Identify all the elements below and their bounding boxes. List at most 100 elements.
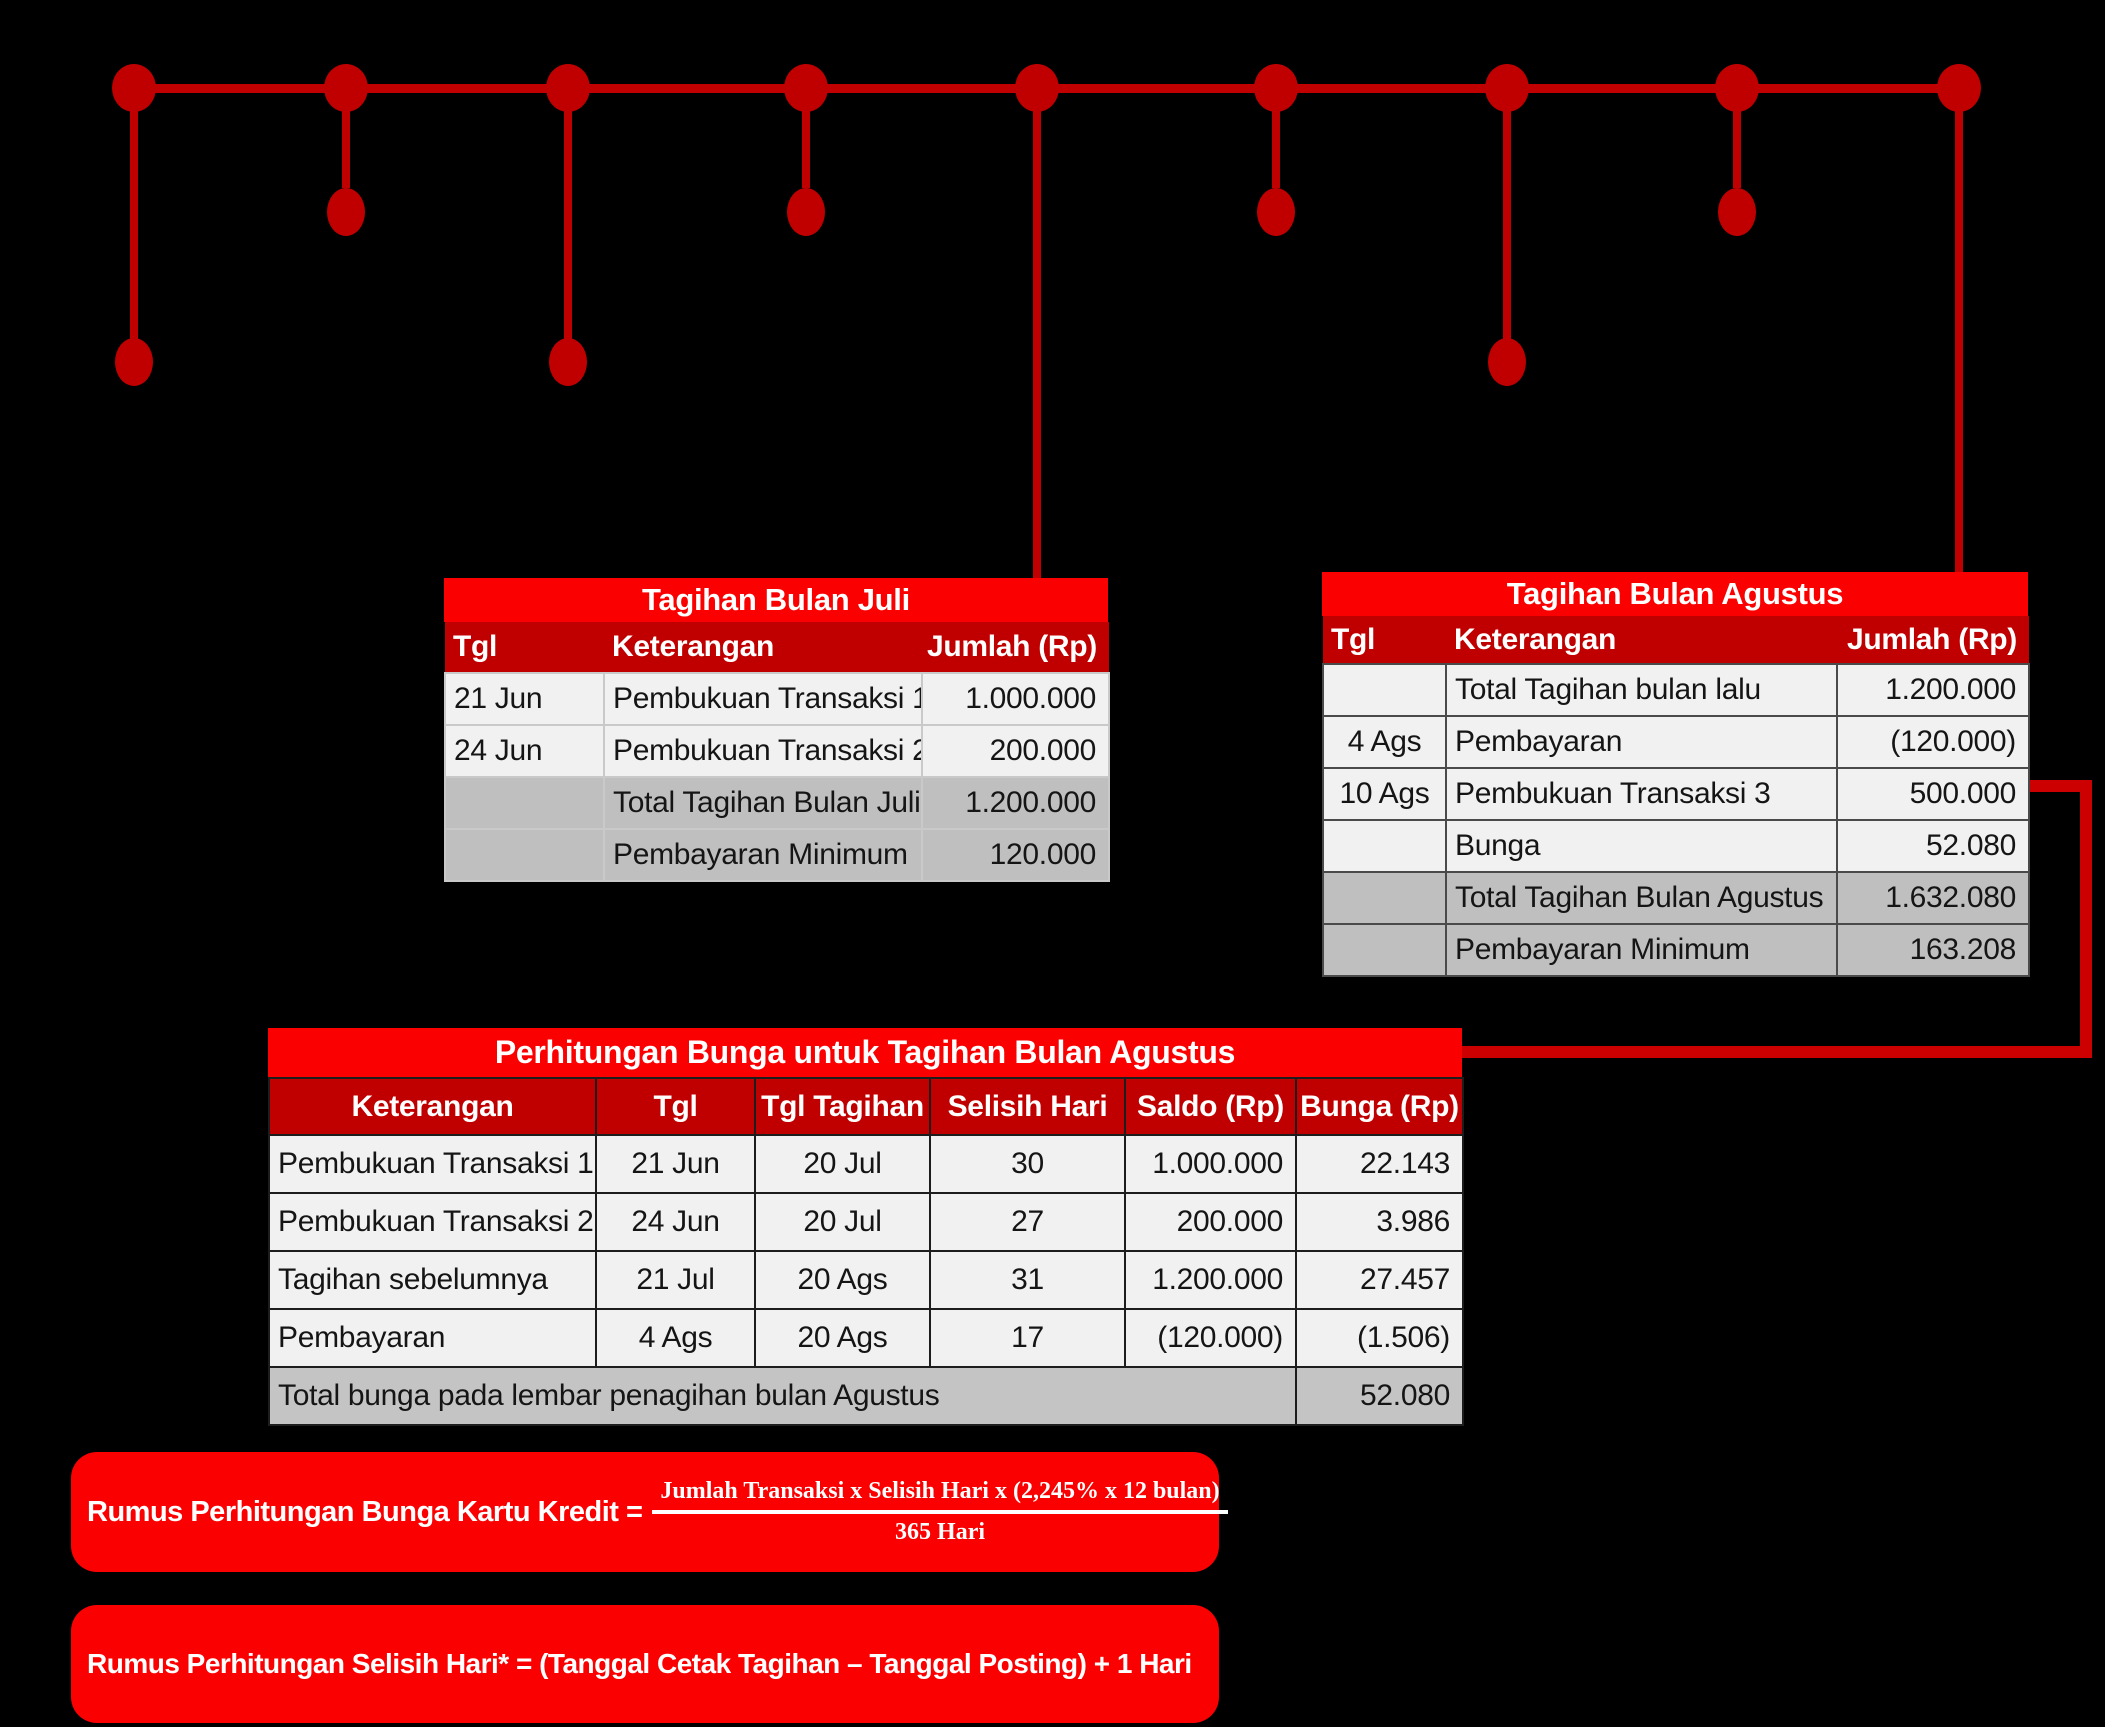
table-title: Tagihan Bulan Agustus (1322, 572, 2028, 616)
timeline-stem (1503, 88, 1511, 340)
timeline-end-dot (549, 338, 587, 386)
connector-agustus-to-bunga-vertical (2080, 780, 2092, 1058)
header-row: Tgl Keterangan Jumlah (Rp) (445, 622, 1109, 673)
cell-tgl (1322, 923, 1447, 977)
table-total-row: Total Tagihan Bulan Agustus 1.632.080 (1322, 871, 2030, 925)
formula-box-bunga: Rumus Perhitungan Bunga Kartu Kredit = J… (71, 1452, 1228, 1572)
cell-jumlah: 200.000 (921, 724, 1110, 778)
cell-jumlah: 500.000 (1836, 767, 2030, 821)
timeline-stem (1272, 88, 1280, 188)
cell-jumlah: 120.000 (921, 828, 1110, 882)
table-grid: Tgl Keterangan Jumlah (Rp) 21 Jun Pembuk… (444, 622, 1110, 882)
cell-keterangan: Total Tagihan Bulan Agustus (1445, 871, 1838, 925)
cell-tgl-tagihan: 20 Ags (754, 1250, 931, 1310)
table-row: 24 Jun Pembukuan Transaksi 2 200.000 (444, 724, 1110, 778)
cell-keterangan: Total Tagihan bulan lalu (1445, 663, 1838, 717)
cell-tgl: 24 Jun (444, 724, 605, 778)
timeline-drop-to-agustus-table (1955, 88, 1963, 572)
table-row: Pembayaran 4 Ags 20 Ags 17 (120.000) (1.… (268, 1308, 1464, 1368)
column-header-tgl: Tgl (1323, 616, 1446, 664)
table-row: Total Tagihan bulan lalu 1.200.000 (1322, 663, 2030, 717)
timeline-stem (564, 88, 572, 340)
table-row: Pembukuan Transaksi 1 21 Jun 20 Jul 30 1… (268, 1134, 1464, 1194)
formula-denominator: 365 Hari (895, 1519, 986, 1545)
cell-tgl: 4 Ags (595, 1308, 756, 1368)
cell-tgl: 10 Ags (1322, 767, 1447, 821)
column-header-keterangan: Keterangan (604, 622, 922, 673)
cell-bunga: 27.457 (1295, 1250, 1464, 1310)
cell-jumlah: 1.200.000 (1836, 663, 2030, 717)
table-total-row: Pembayaran Minimum 163.208 (1322, 923, 2030, 977)
timeline-event-dot (112, 64, 156, 112)
timeline-event-dot (1015, 64, 1059, 112)
cell-tgl: 21 Jul (595, 1250, 756, 1310)
timeline-end-dot (787, 188, 825, 236)
cell-tgl: 4 Ags (1322, 715, 1447, 769)
cell-bunga: 3.986 (1295, 1192, 1464, 1252)
formula-numerator: Jumlah Transaksi x Selisih Hari x (2,245… (652, 1478, 1228, 1514)
cell-keterangan: Pembukuan Transaksi 1 (268, 1134, 597, 1194)
formula-box-selisih-hari: Rumus Perhitungan Selisih Hari* = (Tangg… (71, 1605, 1219, 1723)
cell-selisih-hari: 27 (929, 1192, 1126, 1252)
column-header-tgl-tagihan: Tgl Tagihan (754, 1077, 931, 1136)
cell-jumlah: 1.000.000 (921, 672, 1110, 726)
column-header-jumlah: Jumlah (Rp) (1837, 616, 2029, 664)
timeline-stem (130, 88, 138, 340)
table-row: Pembukuan Transaksi 2 24 Jun 20 Jul 27 2… (268, 1192, 1464, 1252)
cell-tgl: 21 Jun (595, 1134, 756, 1194)
formula-text: Rumus Perhitungan Selisih Hari* = (Tangg… (87, 1648, 1192, 1679)
table-perhitungan-bunga: Perhitungan Bunga untuk Tagihan Bulan Ag… (268, 1028, 1464, 1426)
timeline-event-dot (546, 64, 590, 112)
timeline-end-dot (327, 188, 365, 236)
cell-total-value: 52.080 (1295, 1366, 1464, 1426)
cell-jumlah: 52.080 (1836, 819, 2030, 873)
table-row: Bunga 52.080 (1322, 819, 2030, 873)
table-row: 4 Ags Pembayaran (120.000) (1322, 715, 2030, 769)
cell-bunga: (1.506) (1295, 1308, 1464, 1368)
formula-label: Rumus Perhitungan Bunga Kartu Kredit = (87, 1495, 643, 1528)
cell-tgl (444, 776, 605, 830)
table-row: Tagihan sebelumnya 21 Jul 20 Ags 31 1.20… (268, 1250, 1464, 1310)
table-total-row: Pembayaran Minimum 120.000 (444, 828, 1110, 882)
column-header-selisih-hari: Selisih Hari (929, 1077, 1126, 1136)
table-grid: Keterangan Tgl Tgl Tagihan Selisih Hari … (268, 1077, 1464, 1426)
cell-keterangan: Pembayaran Minimum (603, 828, 923, 882)
formula-fraction: Jumlah Transaksi x Selisih Hari x (2,245… (652, 1478, 1228, 1546)
cell-keterangan: Bunga (1445, 819, 1838, 873)
table-title: Perhitungan Bunga untuk Tagihan Bulan Ag… (268, 1028, 1462, 1077)
timeline-event-dot (784, 64, 828, 112)
connector-agustus-to-bunga-horizontal-bottom (1460, 1046, 2092, 1058)
cell-saldo: (120.000) (1124, 1308, 1297, 1368)
timeline-event-dot (1254, 64, 1298, 112)
timeline-stem (1733, 88, 1741, 188)
column-header-keterangan: Keterangan (268, 1077, 597, 1136)
cell-keterangan: Total Tagihan Bulan Juli (603, 776, 923, 830)
cell-keterangan: Pembukuan Transaksi 3 (1445, 767, 1838, 821)
timeline-stem (342, 88, 350, 188)
timeline-event-dot (1485, 64, 1529, 112)
cell-tgl (444, 828, 605, 882)
column-header-bunga: Bunga (Rp) (1295, 1077, 1464, 1136)
column-header-tgl: Tgl (595, 1077, 756, 1136)
cell-selisih-hari: 30 (929, 1134, 1126, 1194)
cell-tgl: 21 Jun (444, 672, 605, 726)
timeline-drop-to-juli-table (1033, 88, 1041, 578)
timeline-event-dot (1937, 64, 1981, 112)
column-header-jumlah: Jumlah (Rp) (922, 622, 1109, 673)
cell-keterangan: Pembukuan Transaksi 2 (603, 724, 923, 778)
cell-selisih-hari: 17 (929, 1308, 1126, 1368)
cell-jumlah: 163.208 (1836, 923, 2030, 977)
column-header-tgl: Tgl (445, 622, 604, 673)
cell-keterangan: Pembayaran (268, 1308, 597, 1368)
table-row: 21 Jun Pembukuan Transaksi 1 1.000.000 (444, 672, 1110, 726)
table-title: Tagihan Bulan Juli (444, 578, 1108, 622)
cell-keterangan: Pembayaran Minimum (1445, 923, 1838, 977)
connector-agustus-to-bunga-horizontal-top (2028, 780, 2092, 792)
timeline-end-dot (1718, 188, 1756, 236)
timeline-end-dot (1488, 338, 1526, 386)
cell-keterangan: Tagihan sebelumnya (268, 1250, 597, 1310)
cell-tgl-tagihan: 20 Ags (754, 1308, 931, 1368)
cell-tgl (1322, 871, 1447, 925)
cell-jumlah: 1.632.080 (1836, 871, 2030, 925)
